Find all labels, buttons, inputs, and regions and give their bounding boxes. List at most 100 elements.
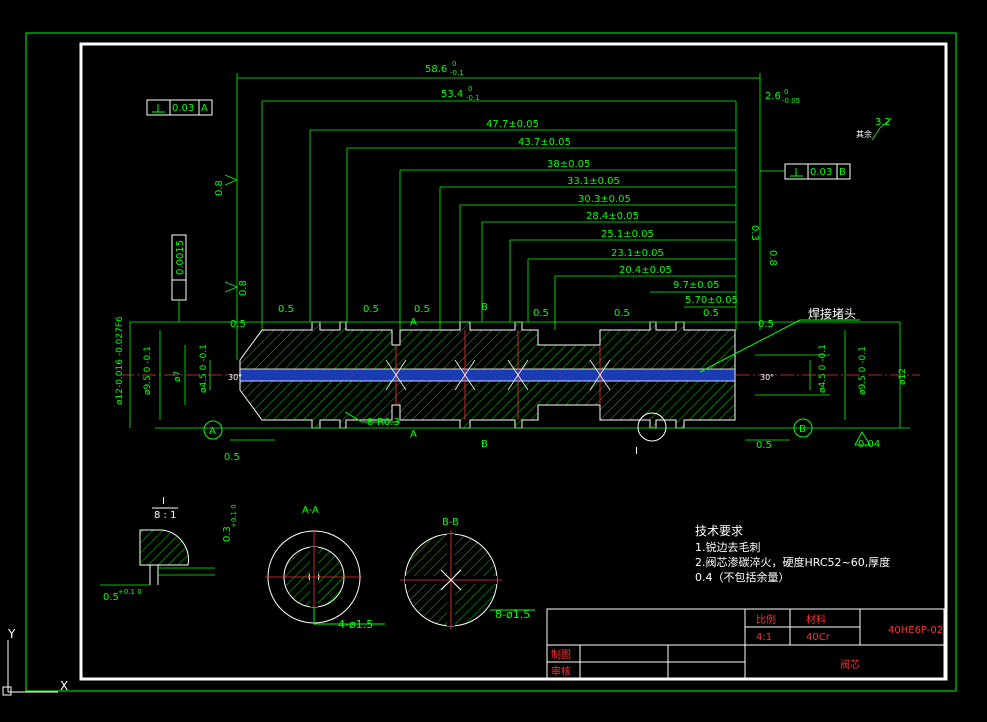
detail-05: 0.5 [103, 592, 119, 603]
dim-25-1: 25.1±0.05 [601, 229, 654, 240]
notes-line3: 0.4（不包括余量） [695, 570, 790, 584]
tb-drawn: 制图 [551, 648, 571, 661]
detail-view-i: I 8 : 1 0.3 +0.1 0 0.5 +0.1 0 [100, 496, 238, 603]
dim-2-6-tol: 0 [784, 88, 788, 96]
tb-checked: 审核 [551, 665, 571, 678]
radius-note: 8-R0.3 [367, 417, 400, 428]
roughness-0-8: 0.8 [238, 280, 249, 296]
detail-scale: 8 : 1 [154, 510, 176, 521]
center-bore [239, 368, 736, 382]
weld-leader [699, 319, 860, 373]
dim-9-7: 9.7±0.05 [673, 280, 720, 291]
outer-frame [25, 32, 957, 692]
notes-title: 技术要求 [695, 524, 743, 538]
dim-53-4-tol: 0 [468, 85, 472, 93]
gap-dim: 0.5 [224, 452, 240, 463]
section-markers: A A B B [410, 302, 488, 450]
tb-part-name: 阀芯 [840, 658, 860, 671]
phi95-left: ø9.5 0 -0.1 [143, 346, 153, 395]
gap-dim: 0.5 [414, 304, 430, 315]
roughness-3-2: 3.2 [875, 117, 891, 128]
tol-b-ref: B [839, 167, 846, 178]
gap-dim: 0.5 [278, 304, 294, 315]
dim-5-7: 5.70±0.05 [685, 295, 738, 306]
gap-dim: 0.5 [758, 319, 774, 330]
notes-line1: 1.锐边去毛刺 [695, 540, 761, 554]
dim-58-6-tol: 0 [452, 60, 456, 68]
detail-03: 0.3 [222, 526, 233, 542]
dim-2-6-tol2: -0.05 [782, 97, 800, 105]
section-b-bottom: B [481, 439, 488, 450]
detail-i-title: I [162, 496, 165, 507]
section-bb: B-B 8-ø1.5 [400, 517, 535, 630]
gap-dim: 0.5 [756, 440, 772, 451]
ucs-x-label: X [60, 679, 68, 693]
cyl-value: 0.0015 [175, 240, 186, 275]
angle-left: 30° [228, 373, 242, 382]
section-b-top: B [481, 302, 488, 313]
phi45-right: ø4.5 0 -0.1 [818, 344, 828, 393]
dim-58-6: 58.6 [425, 64, 447, 75]
datum-a-label: A [209, 426, 216, 437]
dim-30-3: 30.3±0.05 [578, 194, 631, 205]
detail-03-tol: +0.1 0 [230, 504, 238, 528]
tb-material-label: 材料 [806, 613, 826, 626]
tol-a-ref: A [201, 103, 208, 114]
ucs-icon [2, 640, 58, 696]
section-aa: A-A 4-ø1.5 [265, 505, 385, 631]
inner-frame [79, 42, 948, 681]
tolerance-frame-a: 0.03 A [146, 99, 213, 116]
dim-23-1: 23.1±0.05 [611, 248, 664, 259]
roughness-0-8: 0.8 [767, 250, 778, 266]
dim-58-6-tol2: -0.1 [450, 69, 464, 77]
spool-section [120, 321, 920, 429]
gap-dim: 0.5 [363, 304, 379, 315]
tolerance-frame-b: 0.03 B [760, 163, 851, 180]
dim-43-7: 43.7±0.05 [518, 137, 571, 148]
tb-scale-label: 比例 [756, 613, 776, 626]
gap-dim: 0.5 [533, 308, 549, 319]
tol-a-value: 0.03 [172, 103, 194, 114]
notes-line2: 2.阀芯渗碳淬火，硬度HRC52~60,厚度 [695, 555, 890, 569]
datum-a-circle [203, 420, 223, 440]
technical-notes: 技术要求 1.锐边去毛刺 2.阀芯渗碳淬火，硬度HRC52~60,厚度 0.4（… [695, 524, 890, 584]
dim-28-4: 28.4±0.05 [586, 211, 639, 222]
section-a-top: A [410, 317, 417, 328]
detail-i-circle [637, 412, 667, 442]
roughness-remain: 其余 [856, 129, 872, 139]
dimension-lines [129, 73, 910, 441]
tol-b-value: 0.03 [810, 167, 832, 178]
phi7: ø7 [173, 371, 183, 382]
datum-b-label: B [799, 424, 806, 435]
dim-53-4-tol2: -0.1 [466, 94, 480, 102]
gap-dim: 0.5 [230, 319, 246, 330]
roughness-0-8: 0.8 [214, 180, 225, 196]
radius-leader [344, 411, 400, 423]
flatness-triangle [854, 430, 871, 446]
ucs-y-label: Y [7, 627, 16, 641]
section-aa-holes: 4-ø1.5 [338, 618, 373, 631]
section-aa-title: A-A [302, 505, 319, 516]
dim-47-7: 47.7±0.05 [486, 119, 539, 130]
section-a-bottom: A [410, 429, 417, 440]
dim-33-1: 33.1±0.05 [567, 176, 620, 187]
dim-53-4: 53.4 [441, 89, 463, 100]
angle-right: 30° [760, 373, 774, 382]
phi12-right: ø12 [898, 368, 908, 385]
dim-2-6: 2.6 [765, 91, 781, 102]
tb-scale-value: 4:1 [756, 632, 772, 643]
tb-material-value: 40Cr [806, 632, 831, 643]
dim-38: 38±0.05 [547, 159, 590, 170]
title-block [546, 608, 945, 680]
dim-20-4: 20.4±0.05 [619, 265, 672, 276]
detail-05-tol: +0.1 0 [118, 588, 142, 596]
flatness-value: 0.04 [858, 439, 880, 450]
tb-drawing-no: 40HE6P-02 [888, 625, 943, 636]
cylindricity-frame: 0.0015 [171, 234, 187, 322]
gap-dim: 0.5 [614, 308, 630, 319]
section-bb-holes: 8-ø1.5 [495, 608, 530, 621]
roughness-symbols [224, 117, 893, 293]
phi12-left: ø12-0.016 -0.027F6 [115, 316, 125, 405]
weld-label: 焊接堵头 [808, 306, 856, 321]
